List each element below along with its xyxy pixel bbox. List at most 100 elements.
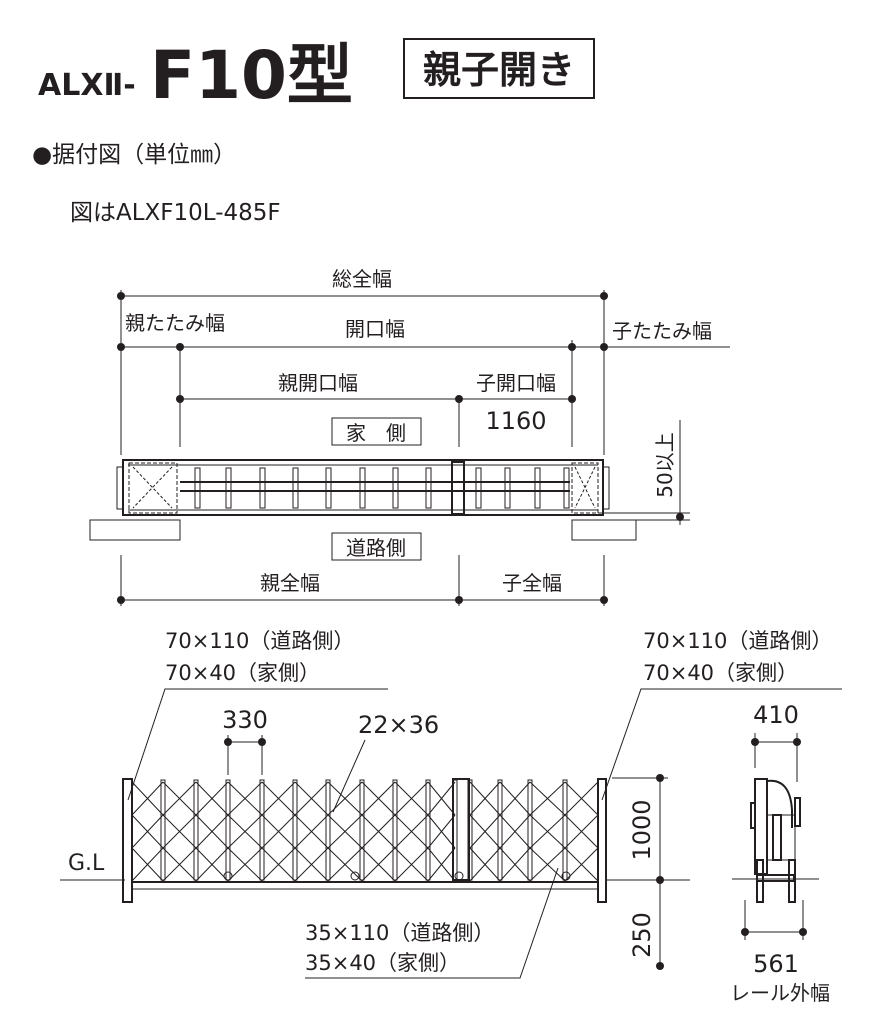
lattice-diagonal <box>131 781 164 816</box>
lattice-diagonal <box>564 847 599 882</box>
plan-lattice-bar <box>359 467 366 509</box>
right-post <box>597 778 607 903</box>
figure-note: 図はALXF10L-485F <box>70 200 281 226</box>
wheel <box>223 871 233 881</box>
lattice-diagonal <box>261 847 296 882</box>
lattice-diagonal <box>195 781 229 816</box>
lattice-diagonal <box>227 847 263 882</box>
lattice-bar <box>193 779 199 881</box>
depth-label: 250 <box>628 912 656 958</box>
house-side-box <box>331 417 422 446</box>
right-post-size-road: 70×110（道路側） <box>643 629 832 653</box>
lattice-diagonal <box>361 781 396 816</box>
lattice-bar <box>392 779 398 881</box>
lattice-diagonal <box>499 814 531 849</box>
rail-size-road: 35×110（道路側） <box>305 921 494 945</box>
lattice-bar <box>425 779 431 881</box>
lattice-bar <box>259 779 265 881</box>
opening-width-label: 開口幅 <box>345 317 405 341</box>
lattice-diagonal <box>131 814 164 849</box>
lattice-diagonal <box>469 814 501 849</box>
plan-lattice-bar <box>259 467 266 509</box>
lattice-diagonal <box>162 814 197 849</box>
lattice-diagonal <box>162 781 197 816</box>
wheel <box>350 871 360 881</box>
ground-block-right <box>571 519 637 541</box>
lattice-bar <box>160 779 166 881</box>
lattice-diagonal <box>195 814 229 849</box>
house-side-label: 家 側 <box>346 421 406 445</box>
lattice-diagonal <box>227 814 263 849</box>
opening-type-box <box>403 38 595 99</box>
pitch-label: 330 <box>222 706 268 734</box>
lattice-diagonal <box>427 781 456 816</box>
lattice-diagonal <box>564 814 599 849</box>
lattice-diagonal <box>327 781 363 816</box>
lattice-diagonal <box>227 781 263 816</box>
side-view: 410 561 レール外幅 <box>730 701 830 1005</box>
lattice-bar <box>325 779 331 881</box>
plan-lattice-bar <box>325 467 332 509</box>
lattice-diagonal <box>162 847 197 882</box>
lattice-diagonal <box>261 781 296 816</box>
height-label: 1000 <box>628 799 656 860</box>
lattice-diagonal <box>529 814 566 849</box>
right-post-size-house: 70×40（家側） <box>643 661 798 685</box>
lattice-diagonal <box>394 781 429 816</box>
plan-lattice-bar <box>225 467 232 509</box>
child-opening-value: 1160 <box>485 407 546 435</box>
lattice-diagonal <box>469 781 501 816</box>
child-opening-width-label: 子開口幅 <box>476 371 556 395</box>
lattice-diagonal <box>427 814 456 849</box>
lattice-diagonal <box>427 847 456 882</box>
ground-level-label: G.L <box>68 851 105 876</box>
ground-block-left <box>89 519 181 541</box>
center-post <box>452 778 470 881</box>
plan-lattice-bar <box>425 467 432 509</box>
lattice-diagonal <box>294 814 329 849</box>
parent-fold-width-label: 親たたみ幅 <box>125 311 225 335</box>
rail-width-label: レール外幅 <box>730 981 830 1005</box>
rail-width-value: 561 <box>753 950 799 978</box>
plan-lattice-bar <box>534 467 541 509</box>
parent-total-width-label: 親全幅 <box>260 571 320 595</box>
child-fold-width-label: 子たたみ幅 <box>612 319 712 343</box>
lattice-diagonal <box>131 847 164 882</box>
lattice-diagonal <box>394 814 429 849</box>
total-width-label: 総全幅 <box>332 267 392 291</box>
lattice-bar <box>225 779 231 881</box>
top-width-label: 410 <box>753 701 799 729</box>
lattice-diagonal <box>361 847 396 882</box>
lattice-bar <box>527 779 533 881</box>
lattice-diagonal <box>499 847 531 882</box>
parent-opening-width-label: 親開口幅 <box>278 371 358 395</box>
left-post-size-house: 70×40（家側） <box>165 661 320 685</box>
wheel <box>454 871 464 881</box>
model-title: F10型 <box>150 37 353 114</box>
lattice-diagonal <box>327 847 363 882</box>
lattice-diagonal <box>529 847 566 882</box>
lattice-diagonal <box>327 814 363 849</box>
plan-lattice-bar <box>292 467 299 509</box>
lattice-diagonal <box>261 814 296 849</box>
plan-lattice-bar <box>194 467 201 509</box>
lattice-diagonal <box>564 781 599 816</box>
lattice-diagonal <box>294 847 329 882</box>
lattice-bar <box>292 779 298 881</box>
lattice-diagonal <box>499 781 531 816</box>
clearance-label: 50以上 <box>653 432 677 497</box>
lattice-bar <box>359 779 365 881</box>
section-title: ●据付図（単位㎜） <box>32 142 236 168</box>
lattice-bar <box>497 779 503 881</box>
lattice-size-label: 22×36 <box>358 711 439 739</box>
gate-plan <box>116 459 610 516</box>
lattice-diagonal <box>361 814 396 849</box>
wheel <box>561 871 571 881</box>
plan-lattice-bar <box>504 467 511 509</box>
lattice-diagonal <box>529 781 566 816</box>
plan-lattice-bar <box>563 467 570 509</box>
lattice-bar <box>562 779 568 881</box>
left-post <box>122 778 133 903</box>
plan-view: 総全幅 親たたみ幅 開口幅 子たたみ幅 親開口幅 子開口幅 1160 家 側 <box>89 267 730 606</box>
